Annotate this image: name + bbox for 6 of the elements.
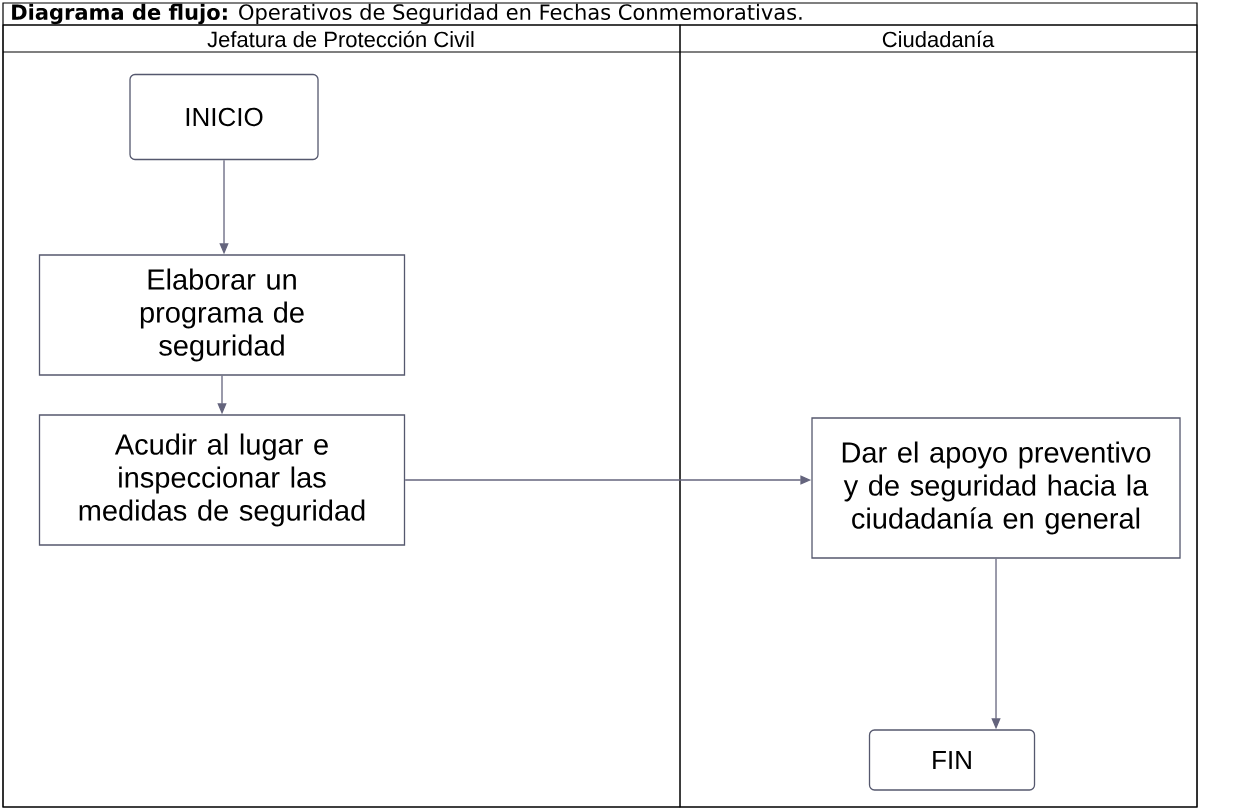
- terminal-box: INICIO: [129, 73, 319, 161]
- process-box: Acudir al lugar e inspeccionar las medidas de seguridad: [38, 414, 406, 546]
- terminal-box: FIN: [868, 729, 1036, 791]
- process-box: Elaborar un programa de seguridad: [38, 254, 406, 376]
- process-box: Dar el apoyo preventivo y de seguridad hacia la ciudadanía en general: [811, 417, 1181, 559]
- diagram-title: Diagrama de flujo: Operativos de Seguridad en Fechas Conmemorativas.: [12, 3, 802, 25]
